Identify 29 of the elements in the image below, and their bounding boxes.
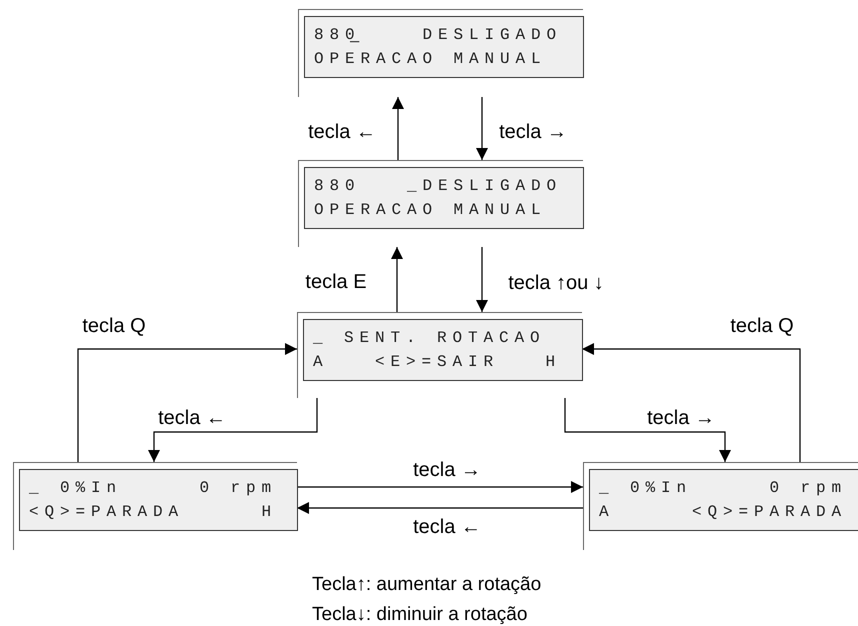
display-bracket — [298, 160, 583, 247]
display-bracket — [298, 9, 583, 97]
display-text: <Q>=PARADA H — [29, 502, 278, 523]
display-text: 880 _DESLIGADO — [314, 176, 562, 197]
arrow — [297, 481, 583, 493]
edge-label: tecla Q — [728, 315, 796, 337]
arrow — [582, 343, 801, 462]
arrow — [297, 502, 583, 514]
display-text: _ SENT. ROTACAO — [313, 328, 546, 349]
display-bracket — [583, 462, 858, 550]
display-text: A <Q>=PARADA — [599, 502, 848, 523]
key-note: Tecla↓: diminuir a rotação — [312, 604, 528, 626]
arrow — [476, 247, 488, 312]
display-text: 880̲ DESLIGADO — [314, 25, 562, 46]
display-text: OPERACAO MANUAL — [314, 200, 547, 221]
display-text: A <E>=SAIR H — [313, 352, 562, 373]
display-text: OPERACAO MANUAL — [314, 49, 547, 70]
display-text: _ 0%In 0 rpm — [599, 478, 848, 499]
arrow — [392, 97, 404, 160]
edge-label: tecla Q — [80, 315, 148, 337]
key-note: Tecla↑: aumentar a rotação — [312, 574, 542, 596]
arrow — [77, 343, 297, 462]
display-bracket — [297, 312, 582, 398]
display-bracket — [13, 462, 297, 550]
display-text: _ 0%In 0 rpm — [29, 478, 278, 499]
arrow — [476, 97, 488, 160]
arrow — [564, 398, 731, 462]
arrow — [148, 398, 318, 462]
arrow — [391, 247, 403, 312]
